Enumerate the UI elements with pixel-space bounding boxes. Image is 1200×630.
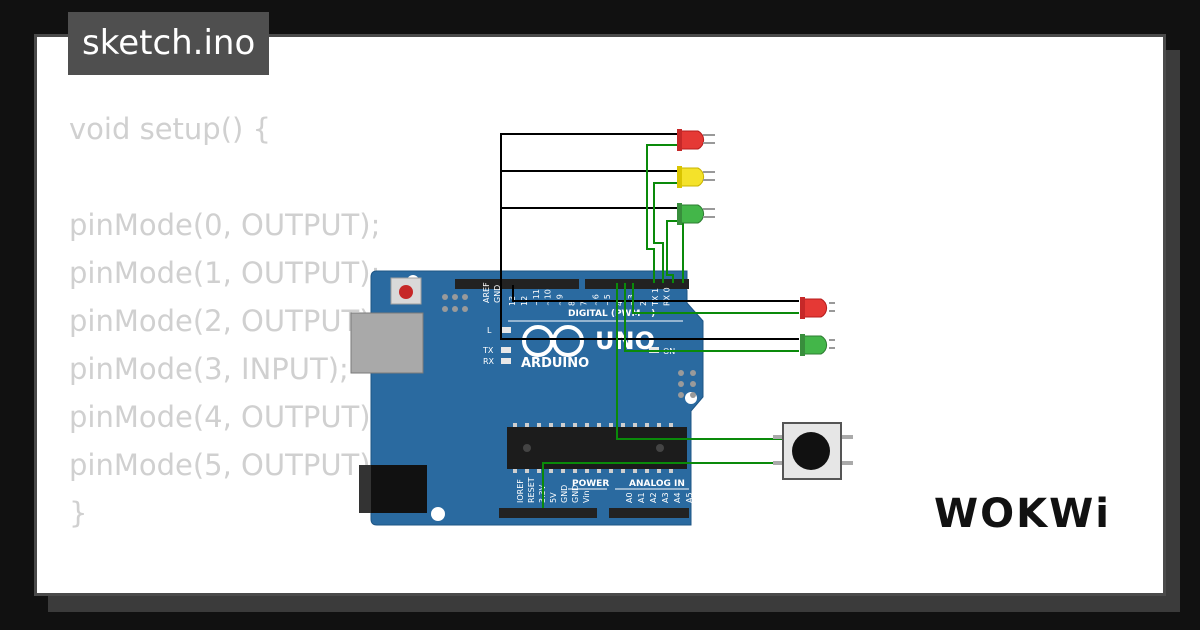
- tx-led: [501, 347, 511, 353]
- wokwi-logo: WOKWi: [934, 491, 1111, 537]
- digital-pin-label: ~10: [544, 289, 553, 306]
- analog-label: ANALOG IN: [629, 479, 685, 489]
- reset-button-cap[interactable]: [399, 285, 413, 299]
- digital-pin-label: RX 0: [663, 287, 672, 306]
- led-red-1[interactable]: [677, 129, 715, 151]
- digital-pin-label: ~11: [532, 289, 541, 306]
- code-preview: void setup() { pinMode(0, OUTPUT); pinMo…: [69, 112, 381, 593]
- led-green-2[interactable]: [800, 334, 835, 356]
- analog-pin-label: A5: [685, 492, 694, 503]
- led-green-1[interactable]: [677, 203, 715, 225]
- aref-label: AREF: [482, 282, 491, 303]
- signal-wires: [542, 144, 799, 508]
- arduino-brand: ARDUINO: [521, 356, 589, 371]
- tx-led-label: TX: [482, 346, 494, 355]
- analog-header: [609, 508, 689, 518]
- arduino-infinity-logo: [522, 325, 584, 357]
- mount-hole: [687, 282, 699, 294]
- rx-led-label: RX: [483, 357, 495, 366]
- l-led: [501, 327, 511, 333]
- analog-pin-label: A3: [661, 492, 670, 503]
- power-label: POWER: [572, 479, 609, 489]
- digital-pin-label: 7: [579, 301, 588, 306]
- chip-pins: [513, 423, 673, 473]
- rx-led: [501, 358, 511, 364]
- analog-pin-label: A4: [673, 492, 682, 503]
- power-pin-label: GND: [571, 485, 580, 503]
- power-pin-label: Vin: [582, 490, 591, 503]
- led-red-2[interactable]: [800, 297, 835, 319]
- analog-pin-label: A2: [649, 492, 658, 503]
- power-pin-label: IOREF: [516, 479, 525, 503]
- power-pin-label: GND: [560, 485, 569, 503]
- preview-card: void setup() { pinMode(0, OUTPUT); pinMo…: [34, 34, 1166, 596]
- icsp-header: [442, 294, 468, 312]
- digital-pin-label: 2: [639, 301, 648, 306]
- digital-label: DIGITAL (PWM ~): [568, 309, 655, 319]
- file-tab[interactable]: sketch.ino: [68, 12, 270, 75]
- power-header: [499, 508, 597, 518]
- digital-pin-label: 8: [568, 301, 577, 306]
- usb-connector: [350, 312, 424, 374]
- gnd-pin-label: GND: [493, 285, 502, 303]
- mount-hole: [431, 507, 445, 521]
- led-yellow[interactable]: [677, 166, 715, 188]
- pushbutton[interactable]: [773, 422, 853, 480]
- digital-pin-label: 4: [615, 301, 624, 306]
- analog-pin-label: A0: [625, 492, 634, 503]
- pushbutton-cap[interactable]: [792, 432, 830, 470]
- digital-pin-label: TX 1: [651, 288, 660, 307]
- digital-header: [455, 279, 689, 289]
- icsp-header-right: [678, 370, 696, 398]
- power-pin-label: RESET: [527, 477, 536, 503]
- ground-wires: [500, 133, 799, 340]
- analog-pin-label: A1: [637, 492, 646, 503]
- l-led-label: L: [487, 326, 492, 335]
- power-pin-label: 5V: [549, 492, 558, 503]
